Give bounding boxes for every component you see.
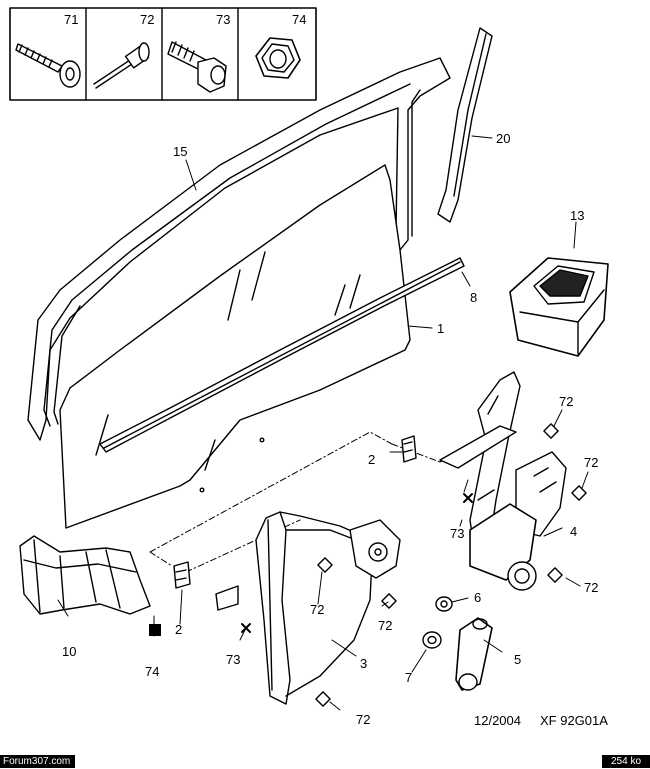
ring-part [422,631,442,649]
bolt-marker [241,493,473,633]
window-switch [509,257,609,357]
rivet-icon [93,42,150,89]
part-label-7: 7 [405,670,412,685]
fastener-panel-box [9,7,317,101]
watermark-label: Forum307.com [0,755,75,768]
part-label-8: 8 [470,290,477,305]
part-label-3: 3 [360,656,367,671]
footer-date: 12/2004 [474,713,521,728]
nut-marker [149,624,161,636]
file-size-label: 254 ko [602,755,650,768]
rear-glass-channel [437,27,493,223]
part-label-20: 20 [496,131,510,146]
footer-code: XF 92G01A [540,713,608,728]
part-label-72-c: 72 [584,580,598,595]
clip-2-upper [401,435,417,463]
panel-ref-71: 71 [64,12,78,27]
part-label-4: 4 [570,524,577,539]
part-label-5: 5 [514,652,521,667]
part-label-2-b: 2 [175,622,182,637]
part-label-15: 15 [173,144,187,159]
front-window-regulator [215,511,401,705]
part-label-73-a: 73 [450,526,464,541]
window-crank-handle [455,617,493,691]
part-label-72-e: 72 [378,618,392,633]
part-label-1: 1 [437,321,444,336]
rivet-marker [315,423,587,707]
part-label-72-d: 72 [310,602,324,617]
panel-ref-74: 74 [292,12,306,27]
panel-ref-73: 73 [216,12,230,27]
part-label-10: 10 [62,644,76,659]
rear-regulator-motor [439,371,567,591]
part-label-72-a: 72 [559,394,573,409]
part-label-72-b: 72 [584,455,598,470]
bolt-icon [167,41,227,93]
part-label-13: 13 [570,208,584,223]
part-label-74: 74 [145,664,159,679]
washer-part [435,596,453,612]
part-label-6: 6 [474,590,481,605]
window-glass [59,164,411,529]
part-label-72-f: 72 [356,712,370,727]
part-label-73-b: 73 [226,652,240,667]
clip-2-lower [173,561,191,589]
screw-icon [15,43,81,88]
inner-handle-bracket [19,535,151,615]
door-frame-seal [27,57,451,441]
panel-ref-72: 72 [140,12,154,27]
bottom-status-bar: Forum307.com 254 ko [0,755,650,769]
part-label-2-a: 2 [368,452,375,467]
nut-icon [255,37,301,79]
waist-seal-strip [99,257,465,453]
